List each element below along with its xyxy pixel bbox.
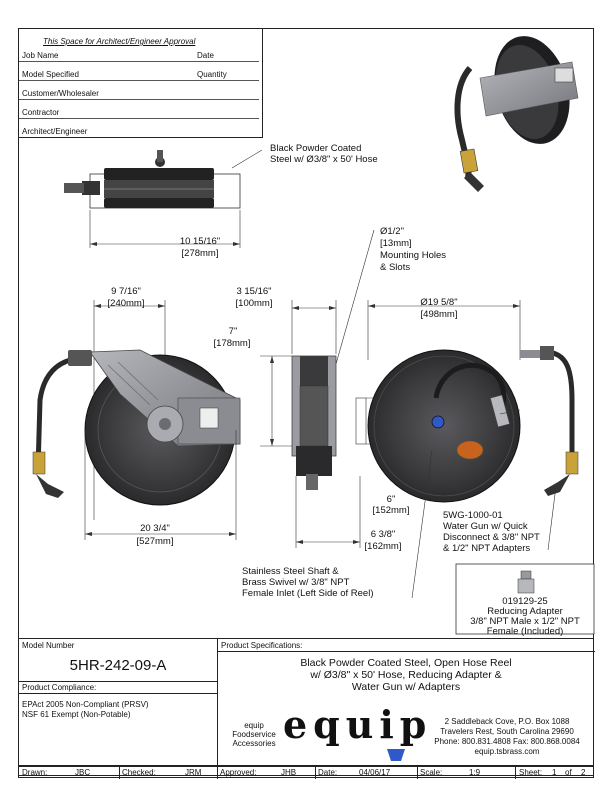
- sheet-total: 2: [581, 768, 586, 777]
- scale-value: 1:9: [469, 768, 481, 777]
- back-view: [367, 300, 579, 599]
- gun-callout-line1: 5WG-1000-01: [443, 510, 503, 521]
- address-line4: equip.tsbrass.com: [474, 747, 540, 756]
- side-height-inches: 7": [228, 326, 238, 337]
- footer-strip: Drawn: JBC Checked: JRM Approved: JHB Da…: [18, 766, 594, 779]
- gun-callout-line3: Disconnect & 3/8" NPT: [443, 532, 540, 543]
- architect-row: Architect/Engineer: [19, 123, 259, 137]
- drum-diameter-inches: Ø19 5/8": [420, 297, 458, 308]
- drum-diameter-mm: [498mm]: [420, 309, 458, 320]
- front-half-inches: 9 7/16": [111, 286, 141, 297]
- side-width-mm: [100mm]: [235, 298, 273, 309]
- tsbrass-badge-icon: [387, 749, 405, 761]
- compliance-label: Product Compliance:: [22, 683, 97, 692]
- customer-label: Customer/Wholesaler: [22, 89, 99, 98]
- date-label: Date: [197, 51, 214, 60]
- job-name-row: Job Name Date: [19, 47, 259, 62]
- technical-drawing: [32, 36, 595, 635]
- holes-callout-line2: [13mm]: [380, 238, 412, 249]
- drawing-sheet: [18, 28, 594, 776]
- top-depth-inches: 10 15/16": [179, 236, 221, 247]
- compliance-line1: EPAct 2005 Non-Compliant (PRSV): [22, 700, 149, 709]
- approval-box: This Space for Architect/Engineer Approv…: [18, 28, 263, 138]
- model-specified-label: Model Specified: [22, 70, 79, 79]
- equip-logo: equip: [283, 702, 433, 747]
- side-low-mm: [152mm]: [372, 505, 410, 516]
- holes-callout-line1: Ø1/2": [380, 226, 404, 237]
- specs-line3: Water Gun w/ Adapters: [351, 681, 461, 693]
- adapter-box: [455, 563, 595, 635]
- quantity-label: Quantity: [197, 70, 227, 79]
- side-base-inches: 6 3/8": [370, 529, 396, 540]
- front-width-inches: 20 3/4": [140, 523, 170, 534]
- approval-heading: This Space for Architect/Engineer Approv…: [43, 37, 196, 46]
- address-line2: Travelers Rest, South Carolina 29690: [440, 727, 574, 736]
- finish-callout-line1: Black Powder Coated: [270, 143, 362, 154]
- date-label: Date:: [318, 768, 338, 777]
- holes-callout-line3: Mounting Holes: [380, 250, 447, 261]
- specs-label: Product Specifications:: [221, 641, 303, 650]
- shaft-callout-line2: Brass Swivel w/ 3/8" NPT: [242, 577, 350, 588]
- side-view: [260, 229, 386, 548]
- specs-line1: Black Powder Coated Steel, Open Hose Ree…: [300, 657, 512, 669]
- checked-value: JRM: [185, 768, 202, 777]
- compliance-line2: NSF 61 Exempt (Non-Potable): [22, 710, 131, 719]
- architect-label: Architect/Engineer: [22, 127, 88, 136]
- top-depth-mm: [278mm]: [181, 248, 219, 259]
- contractor-row: Contractor: [19, 104, 259, 119]
- gun-callout-line2: Water Gun w/ Quick: [443, 521, 528, 532]
- front-view: [32, 300, 241, 540]
- side-low-inches: 6": [386, 494, 396, 505]
- checked-label: Checked:: [122, 768, 156, 777]
- sheet-label: Sheet:: [519, 768, 543, 777]
- shaft-callout-line1: Stainless Steel Shaft &: [242, 566, 339, 577]
- specs-line2: w/ Ø3/8" x 50' Hose, Reducing Adapter &: [310, 669, 502, 681]
- side-height-mm: [178mm]: [213, 338, 251, 349]
- adapter-part-number: 019129-25: [502, 596, 548, 607]
- address-line1: 2 Saddleback Cove, P.O. Box 1088: [444, 717, 570, 726]
- adapter-thread-spec: 3/8" NPT Male x 1/2" NPT: [470, 616, 580, 627]
- brand-small-line2: Foodservice: [232, 730, 276, 739]
- approved-value: JHB: [281, 768, 297, 777]
- top-view: [64, 149, 263, 248]
- model-number-label: Model Number: [22, 641, 75, 650]
- job-name-label: Job Name: [22, 51, 59, 60]
- drawn-value: JBC: [75, 768, 91, 777]
- model-number: 5HR-242-09-A: [69, 657, 167, 674]
- side-base-mm: [162mm]: [364, 541, 402, 552]
- sheet-of-label: of: [565, 768, 572, 777]
- date-value: 04/06/17: [359, 768, 391, 777]
- finish-callout-line2: Steel w/ Ø3/8" x 50' Hose: [270, 154, 378, 165]
- drawn-label: Drawn:: [22, 768, 48, 777]
- address-line3: Phone: 800.831.4808 Fax: 800.868.0084: [434, 737, 580, 746]
- contractor-label: Contractor: [22, 108, 60, 117]
- side-width-inches: 3 15/16": [236, 286, 272, 297]
- holes-callout-line4: & Slots: [380, 262, 411, 273]
- gun-callout-line4: & 1/2" NPT Adapters: [443, 543, 531, 554]
- sheet-value: 1: [552, 768, 557, 777]
- shaft-callout-line3: Female Inlet (Left Side of Reel): [242, 588, 374, 599]
- brand-small-line1: equip: [244, 721, 264, 730]
- brand-small-line3: Accessories: [232, 739, 276, 748]
- adapter-included: Female (Included): [486, 626, 564, 637]
- approved-label: Approved:: [220, 768, 257, 777]
- isometric-reel-view: [454, 36, 579, 192]
- front-half-mm: [240mm]: [107, 298, 145, 309]
- adapter-description: Reducing Adapter: [487, 606, 563, 617]
- customer-row: Customer/Wholesaler: [19, 85, 259, 100]
- scale-label: Scale:: [420, 768, 443, 777]
- title-block: Model Number 5HR-242-09-A Product Compli…: [18, 638, 595, 767]
- front-width-mm: [527mm]: [136, 536, 174, 547]
- model-specified-row: Model Specified Quantity: [19, 66, 259, 81]
